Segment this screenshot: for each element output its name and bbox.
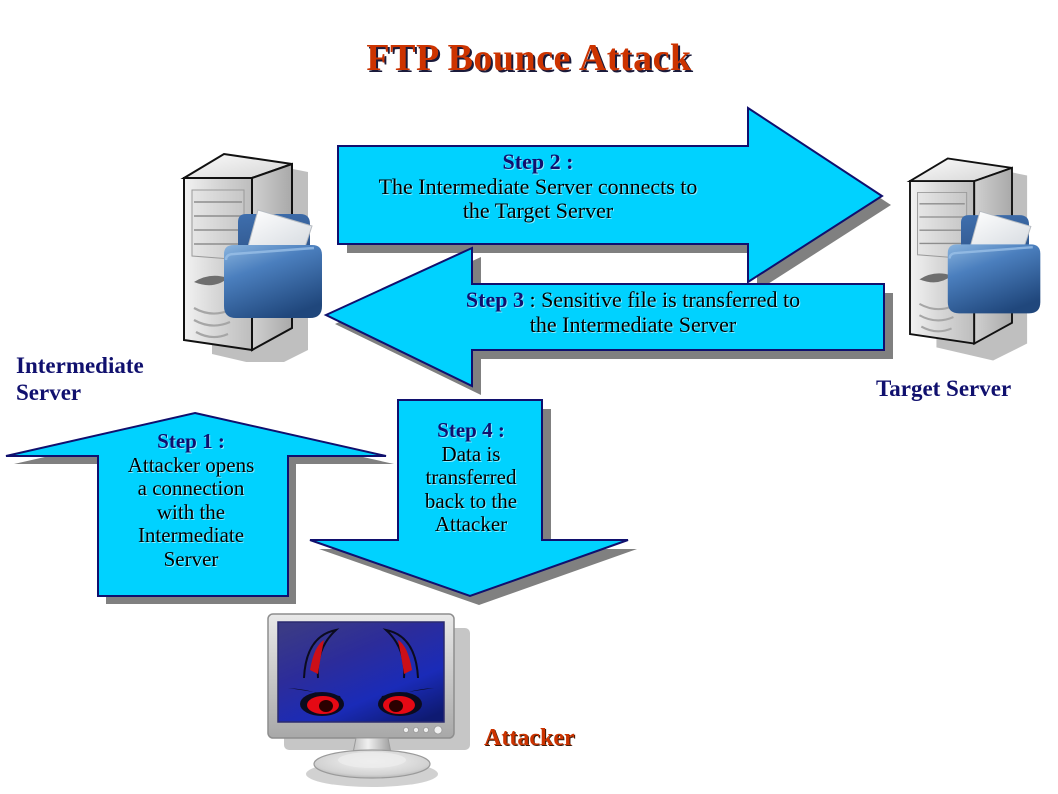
attacker-label: Attacker [484,725,575,751]
arrow-down-icon [309,399,637,605]
step-3-arrow [322,246,893,395]
intermediate-server-label: Intermediate Server [16,353,144,406]
step-2-arrow [330,104,891,291]
arrow-left-icon [323,246,893,395]
evil-monitor-icon [267,613,470,787]
target-server-icon [893,140,1058,362]
page-title: FTP Bounce Attack [366,37,692,79]
server-tower-icon [906,157,1041,361]
target-server-label: Target Server [876,376,1012,401]
server-tower-icon [180,152,322,362]
attacker-icon [260,608,475,794]
step-1-arrow [2,410,394,604]
step-4-arrow [302,396,638,605]
arrow-up-icon [5,411,394,604]
intermediate-server-icon [166,142,346,362]
arrow-right-icon [337,106,891,291]
